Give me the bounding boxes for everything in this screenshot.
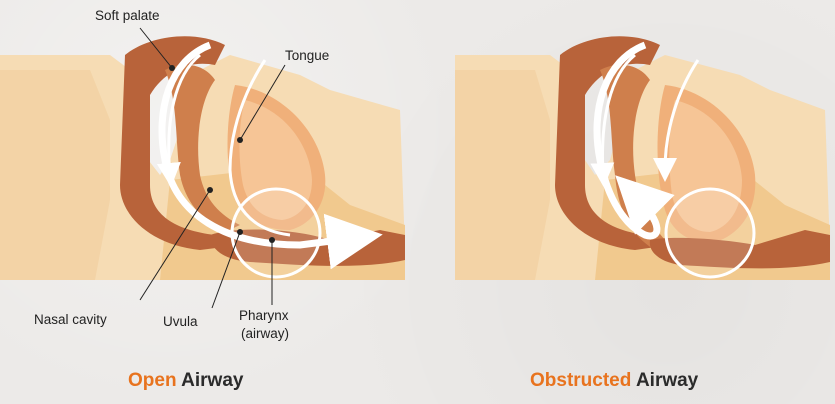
dot-pharynx bbox=[269, 237, 275, 243]
label-tongue: Tongue bbox=[285, 48, 329, 64]
dot-nasal bbox=[207, 187, 213, 193]
title-accent: Obstructed bbox=[530, 370, 631, 391]
title-rest: Airway bbox=[181, 370, 243, 391]
dot-uvula bbox=[237, 229, 243, 235]
open-airway-title: Open Airway bbox=[128, 370, 243, 392]
head-back bbox=[0, 70, 110, 280]
open-airway-illustration bbox=[0, 0, 420, 404]
label-pharynx: Pharynx bbox=[239, 308, 289, 324]
open-airway-panel: Soft palate Tongue Nasal cavity Uvula Ph… bbox=[0, 0, 420, 404]
obstructed-airway-illustration bbox=[420, 0, 835, 404]
title-accent: Open bbox=[128, 370, 177, 391]
label-pharynx-airway: (airway) bbox=[241, 326, 289, 342]
label-uvula: Uvula bbox=[163, 314, 198, 330]
obstructed-airway-title: Obstructed Airway bbox=[530, 370, 698, 392]
obstructed-airway-panel: Obstructed Airway bbox=[420, 0, 835, 404]
dot-soft-palate bbox=[169, 65, 175, 71]
label-soft-palate: Soft palate bbox=[95, 8, 160, 24]
dot-tongue bbox=[237, 137, 243, 143]
obstruction-highlight-circle bbox=[666, 189, 754, 277]
head-back bbox=[455, 70, 550, 280]
label-nasal-cavity: Nasal cavity bbox=[34, 312, 107, 328]
pharynx-highlight-circle bbox=[232, 189, 320, 277]
title-rest: Airway bbox=[636, 370, 698, 391]
